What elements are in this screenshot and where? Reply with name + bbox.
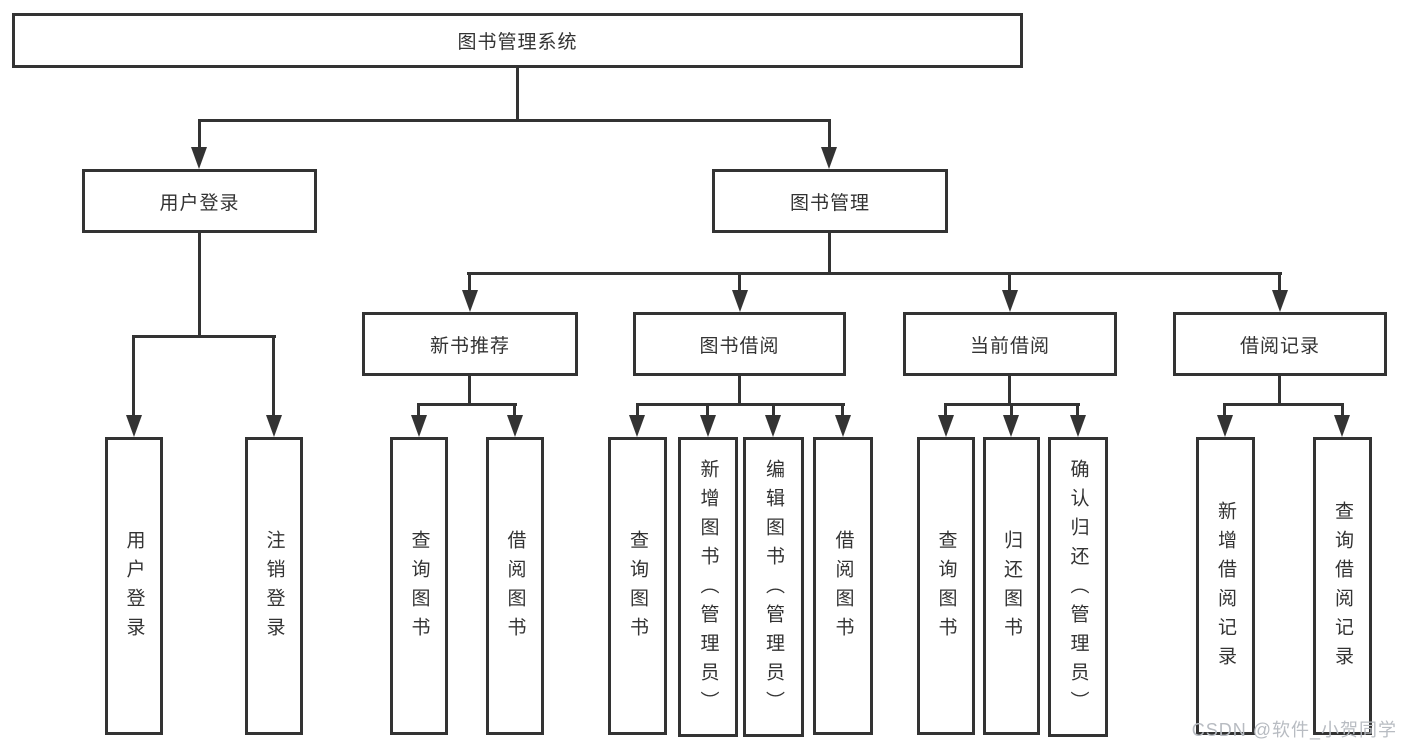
connector-root-stem — [516, 68, 519, 120]
connector-stem — [1278, 376, 1281, 404]
watermark: CSDN @软件_小贺同学 — [1191, 720, 1397, 740]
node-current-borrowing: 当前借阅 — [903, 312, 1117, 376]
arrowhead-down — [938, 415, 954, 437]
connector-stem — [841, 403, 844, 417]
node-borrowing-records: 借阅记录 — [1173, 312, 1387, 376]
arrowhead-down — [191, 147, 207, 169]
arrowhead-down — [821, 147, 837, 169]
leaf-logout: 注销登录 — [245, 437, 303, 735]
connector-hline — [636, 403, 845, 406]
connector-stem — [1010, 403, 1013, 417]
connector-stem — [828, 233, 831, 273]
connector-level3-hline — [467, 272, 1282, 275]
connector-stem — [706, 403, 709, 417]
arrowhead-down — [732, 290, 748, 312]
connector-stem — [513, 403, 516, 417]
leaf-add-borrow-record: 新增借阅记录 — [1196, 437, 1255, 735]
arrowhead-down — [1272, 290, 1288, 312]
connector-stem — [272, 335, 275, 417]
node-new-book-recommendation: 新书推荐 — [362, 312, 578, 376]
arrowhead-down — [835, 415, 851, 437]
connector-stem — [1278, 272, 1281, 294]
connector-stem — [738, 272, 741, 294]
connector-stem — [1341, 403, 1344, 417]
node-book-management: 图书管理 — [712, 169, 948, 233]
connector-hline — [1223, 403, 1344, 406]
connector-stem — [828, 119, 831, 150]
arrowhead-down — [1217, 415, 1233, 437]
node-library-management-system: 图书管理系统 — [12, 13, 1023, 68]
arrowhead-down — [1070, 415, 1086, 437]
connector-stem — [198, 233, 201, 336]
leaf-query-books-recommend: 查询图书 — [390, 437, 448, 735]
leaf-borrow-books-recommend: 借阅图书 — [486, 437, 544, 735]
connector-hline — [132, 335, 276, 338]
arrowhead-down — [1002, 290, 1018, 312]
node-book-borrowing: 图书借阅 — [633, 312, 846, 376]
connector-stem — [1008, 376, 1011, 404]
connector-stem — [1076, 403, 1079, 417]
connector-hline — [417, 403, 517, 406]
arrowhead-down — [700, 415, 716, 437]
leaf-edit-books-admin: 编辑图书（管理员） — [743, 437, 804, 737]
leaf-query-books-current: 查询图书 — [917, 437, 975, 735]
connector-stem — [198, 119, 201, 150]
leaf-add-books-admin: 新增图书（管理员） — [678, 437, 738, 737]
arrowhead-down — [411, 415, 427, 437]
leaf-user-login: 用户登录 — [105, 437, 163, 735]
connector-stem — [468, 376, 471, 404]
connector-level2-hline — [198, 119, 831, 122]
connector-stem — [1008, 272, 1011, 294]
leaf-return-books: 归还图书 — [983, 437, 1040, 735]
connector-stem — [417, 403, 420, 417]
arrowhead-down — [507, 415, 523, 437]
arrowhead-down — [1334, 415, 1350, 437]
arrowhead-down — [765, 415, 781, 437]
connector-stem — [944, 403, 947, 417]
arrowhead-down — [629, 415, 645, 437]
leaf-query-books-borrow: 查询图书 — [608, 437, 667, 735]
connector-stem — [772, 403, 775, 417]
connector-stem — [468, 272, 471, 294]
node-user-login: 用户登录 — [82, 169, 317, 233]
leaf-confirm-return-admin: 确认归还（管理员） — [1048, 437, 1108, 737]
arrowhead-down — [266, 415, 282, 437]
connector-stem — [738, 376, 741, 404]
leaf-borrow-books: 借阅图书 — [813, 437, 873, 735]
arrowhead-down — [1003, 415, 1019, 437]
connector-stem — [636, 403, 639, 417]
connector-stem — [132, 335, 135, 417]
connector-stem — [1223, 403, 1226, 417]
arrowhead-down — [126, 415, 142, 437]
leaf-query-borrow-record: 查询借阅记录 — [1313, 437, 1372, 735]
arrowhead-down — [462, 290, 478, 312]
